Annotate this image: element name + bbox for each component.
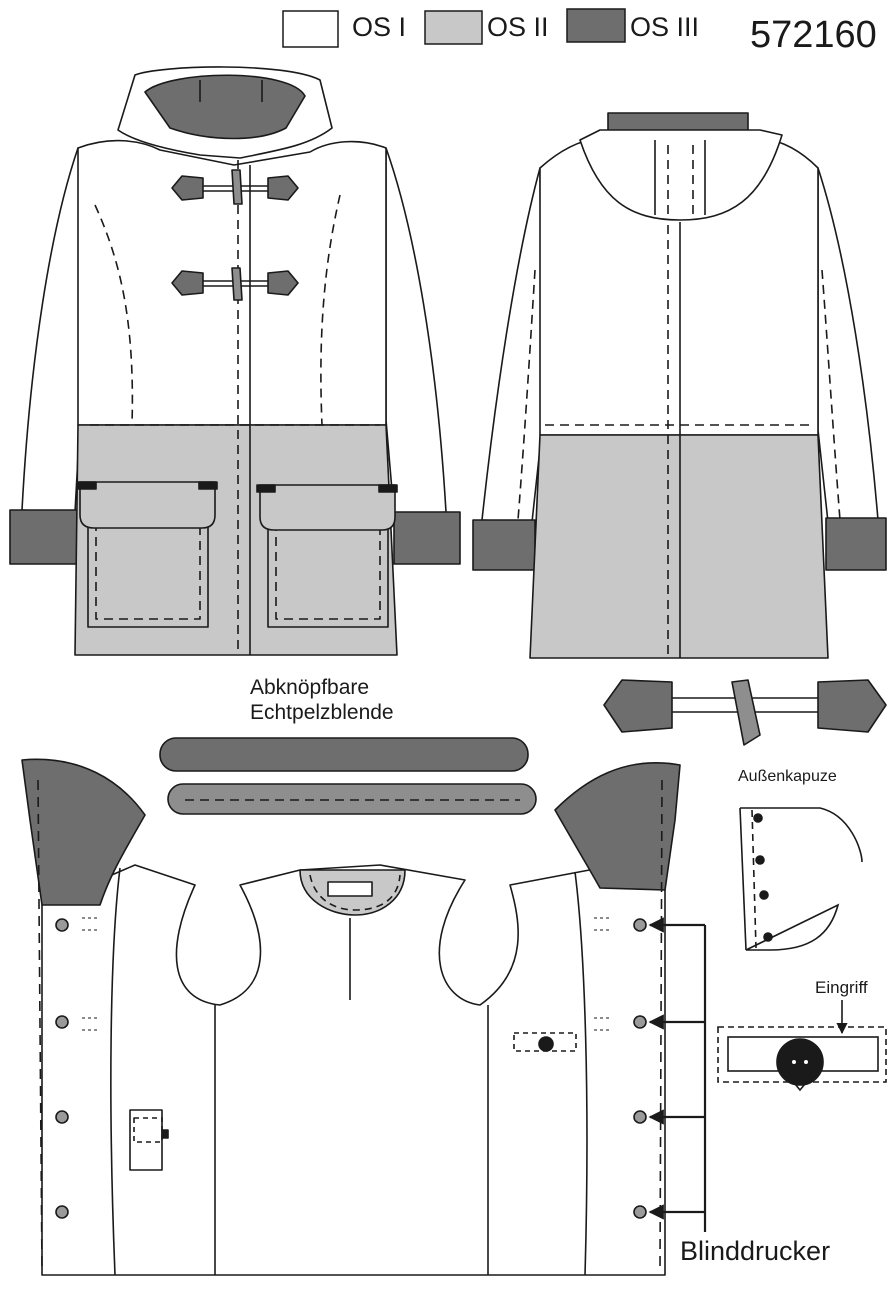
snap-dot-icon <box>633 1015 647 1029</box>
slit-label: Eingriff <box>815 978 868 997</box>
snap-dot-icon <box>55 1205 69 1219</box>
snap-dot-icon <box>755 855 765 865</box>
blind-snap-arrows <box>648 917 707 1232</box>
snap-dot-icon <box>776 1038 824 1086</box>
legend-label-os1: OS I <box>352 12 407 42</box>
legend-swatch-os2 <box>424 10 483 45</box>
blind-snaps-label: Blinddrucker <box>680 1236 831 1266</box>
snap-dot-icon <box>538 1036 554 1052</box>
snap-dot-icon <box>633 1110 647 1124</box>
snap-dot-icon <box>753 813 763 823</box>
snap-dot-icon <box>759 890 769 900</box>
fur-trim-label-line2: Echtpelzblende <box>250 701 394 724</box>
jacket-inside-view <box>21 758 681 1276</box>
legend-swatch-os3 <box>566 8 626 43</box>
legend-label-os3: OS III <box>630 12 700 42</box>
legend <box>282 8 626 48</box>
outer-hood-label: Außenkapuze <box>738 768 837 785</box>
snap-dot-icon <box>55 1015 69 1029</box>
snap-dot-icon <box>633 1205 647 1219</box>
legend-label-os2: OS II <box>487 12 549 42</box>
style-number: 572160 <box>750 14 877 56</box>
snap-dot-icon <box>55 1110 69 1124</box>
toggle-closure-icon <box>171 267 299 301</box>
snap-dot-icon <box>633 918 647 932</box>
fur-trim-label-line1: Abknöpfbare <box>250 676 370 699</box>
legend-swatch-os1 <box>282 10 339 48</box>
jacket-front-view <box>9 66 461 656</box>
outer-hood-detail <box>739 807 863 951</box>
snap-dot-icon <box>55 918 69 932</box>
snap-dot-icon <box>763 932 773 942</box>
toggle-closure-icon <box>603 679 887 746</box>
slit-detail <box>717 1000 887 1092</box>
jacket-back-view <box>472 112 887 659</box>
fur-trim-pieces <box>159 737 537 815</box>
toggle-closure-icon <box>171 169 299 205</box>
